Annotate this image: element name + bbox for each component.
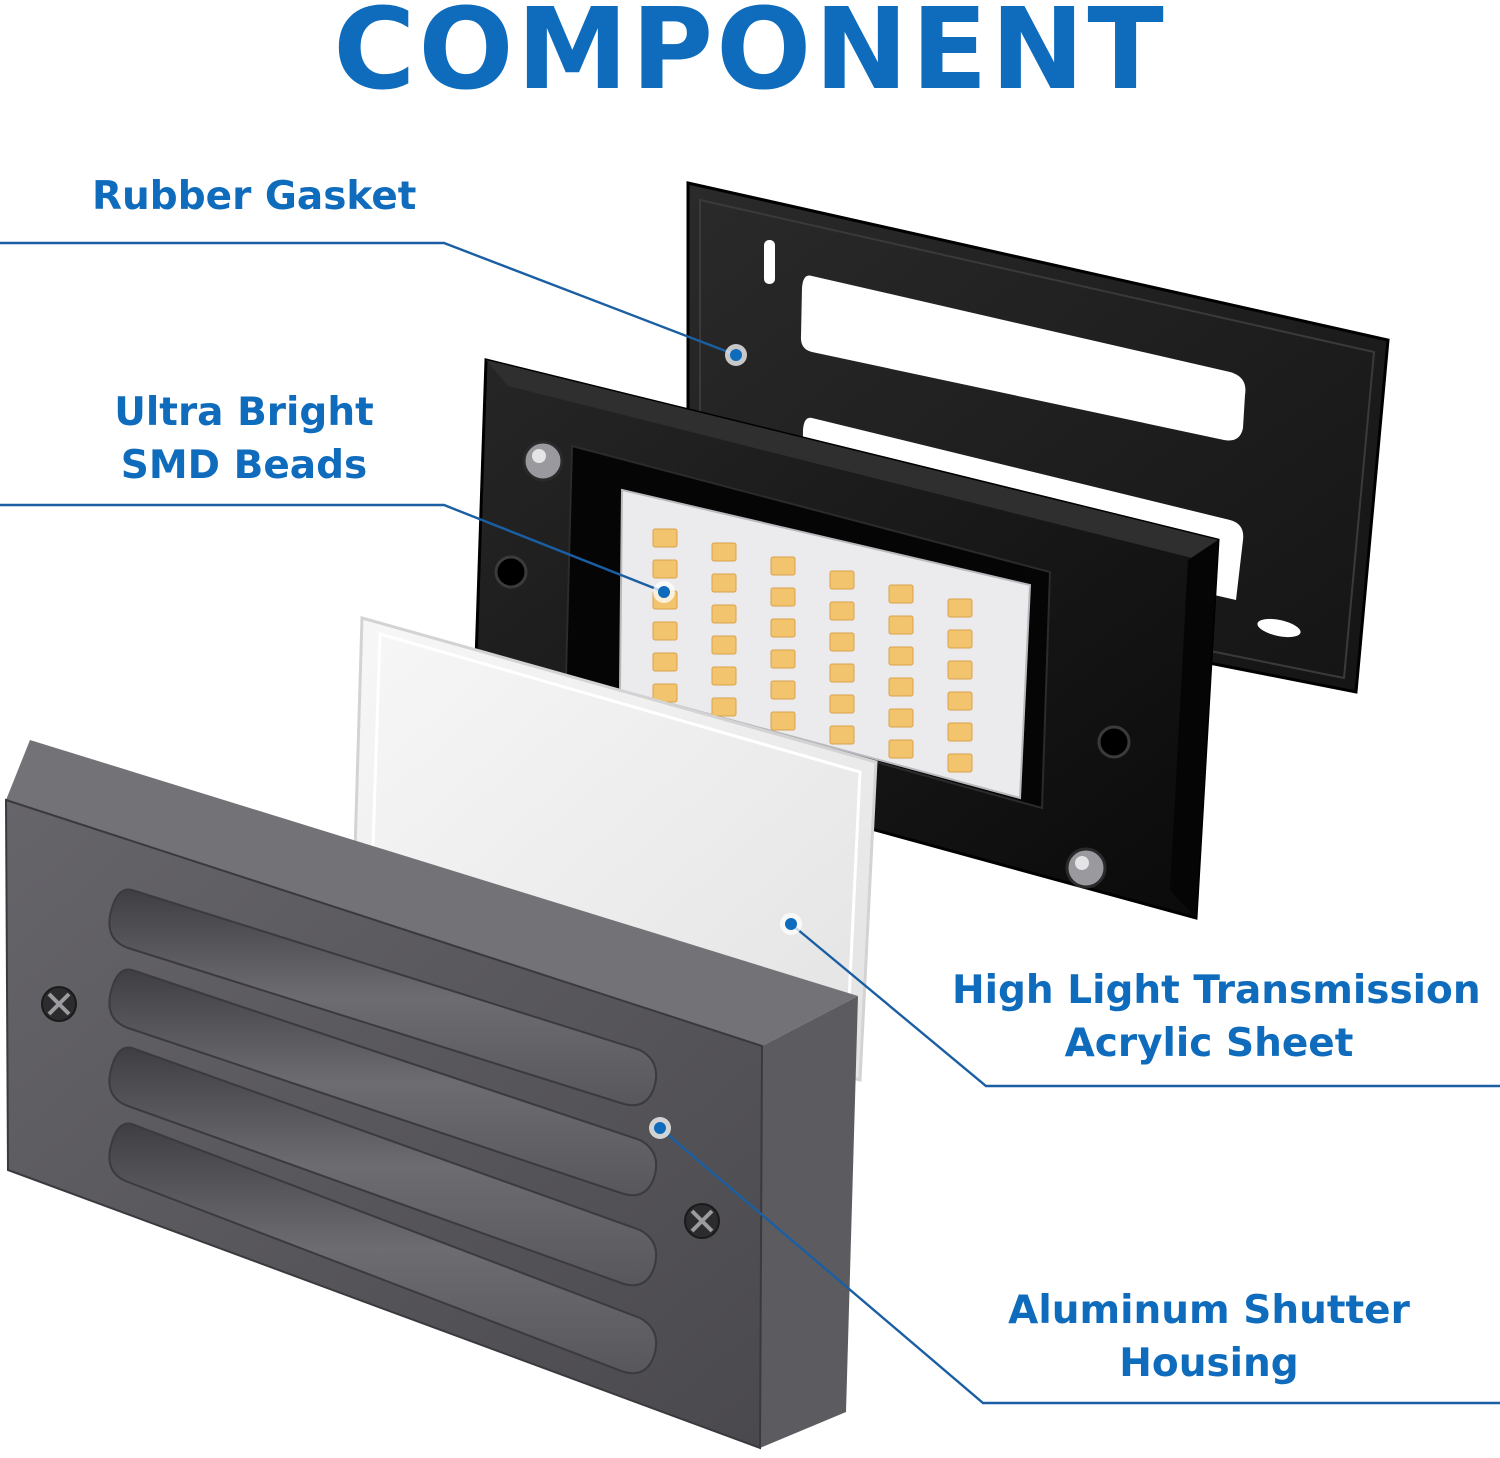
smd-bead	[888, 739, 914, 759]
dot-acrylic-sheet	[780, 913, 802, 935]
callout-line: SMD Beads	[120, 443, 368, 488]
smd-bead	[829, 725, 855, 745]
smd-bead	[829, 632, 855, 652]
led-board	[618, 488, 1032, 800]
leader-rubber-gasket	[0, 241, 737, 357]
callout-label-smd-beads: Ultra Bright SMD Beads	[96, 386, 392, 492]
callout-leaders	[0, 241, 1500, 1405]
smd-bead	[711, 697, 737, 717]
smd-bead	[829, 663, 855, 683]
smd-bead	[888, 708, 914, 728]
smd-bead	[652, 528, 678, 548]
smd-bead	[711, 666, 737, 686]
callout-label-rubber-gasket: Rubber Gasket	[92, 170, 417, 223]
smd-bead	[829, 601, 855, 621]
callout-label-shutter-housing: Aluminum Shutter Housing	[1006, 1284, 1412, 1390]
housing-screw-top-left	[522, 440, 564, 482]
leader-acrylic-sheet	[790, 923, 1500, 1088]
smd-bead	[652, 621, 678, 641]
page-title: COMPONENT	[333, 0, 1167, 115]
callout-line: High Light Transmission	[952, 968, 1481, 1013]
smd-bead	[711, 573, 737, 593]
smd-bead	[711, 604, 737, 624]
dot-shutter-housing	[649, 1117, 671, 1139]
smd-bead	[770, 556, 796, 576]
callout-label-acrylic-sheet: High Light Transmission Acrylic Sheet	[952, 964, 1481, 1070]
smd-bead	[947, 660, 973, 680]
smd-bead	[770, 680, 796, 700]
shutter-screw-left	[41, 986, 77, 1022]
shutter-louvers	[108, 888, 658, 1375]
smd-bead	[829, 694, 855, 714]
callout-line: Aluminum Shutter	[1008, 1288, 1410, 1333]
smd-bead	[770, 711, 796, 731]
smd-bead	[770, 649, 796, 669]
leader-smd-beads	[0, 503, 665, 594]
callout-line: Rubber Gasket	[92, 174, 417, 219]
smd-bead	[947, 753, 973, 773]
housing-hole-right	[1097, 725, 1131, 759]
smd-bead	[947, 691, 973, 711]
housing-hole-left	[494, 555, 528, 589]
smd-bead	[947, 598, 973, 618]
smd-bead	[711, 542, 737, 562]
smd-bead	[888, 584, 914, 604]
smd-bead	[888, 615, 914, 635]
housing-screw-bottom-right	[1065, 847, 1107, 889]
dot-smd-beads	[653, 581, 675, 603]
aluminum-shutter-part	[4, 740, 858, 1450]
smd-bead	[652, 652, 678, 672]
callout-line: Housing	[1119, 1341, 1299, 1386]
leader-shutter-housing	[659, 1127, 1500, 1405]
smd-bead	[711, 635, 737, 655]
smd-bead	[947, 629, 973, 649]
shutter-screw-right	[684, 1203, 720, 1239]
callout-dots	[649, 344, 802, 1139]
dot-rubber-gasket	[725, 344, 747, 366]
smd-bead	[652, 559, 678, 579]
smd-bead	[770, 587, 796, 607]
callout-line: Ultra Bright	[114, 390, 374, 435]
smd-bead	[947, 722, 973, 742]
smd-bead	[829, 570, 855, 590]
callout-line: Acrylic Sheet	[1064, 1021, 1354, 1066]
led-housing-part	[472, 358, 1220, 920]
smd-bead	[888, 646, 914, 666]
smd-bead	[888, 677, 914, 697]
smd-bead	[770, 618, 796, 638]
